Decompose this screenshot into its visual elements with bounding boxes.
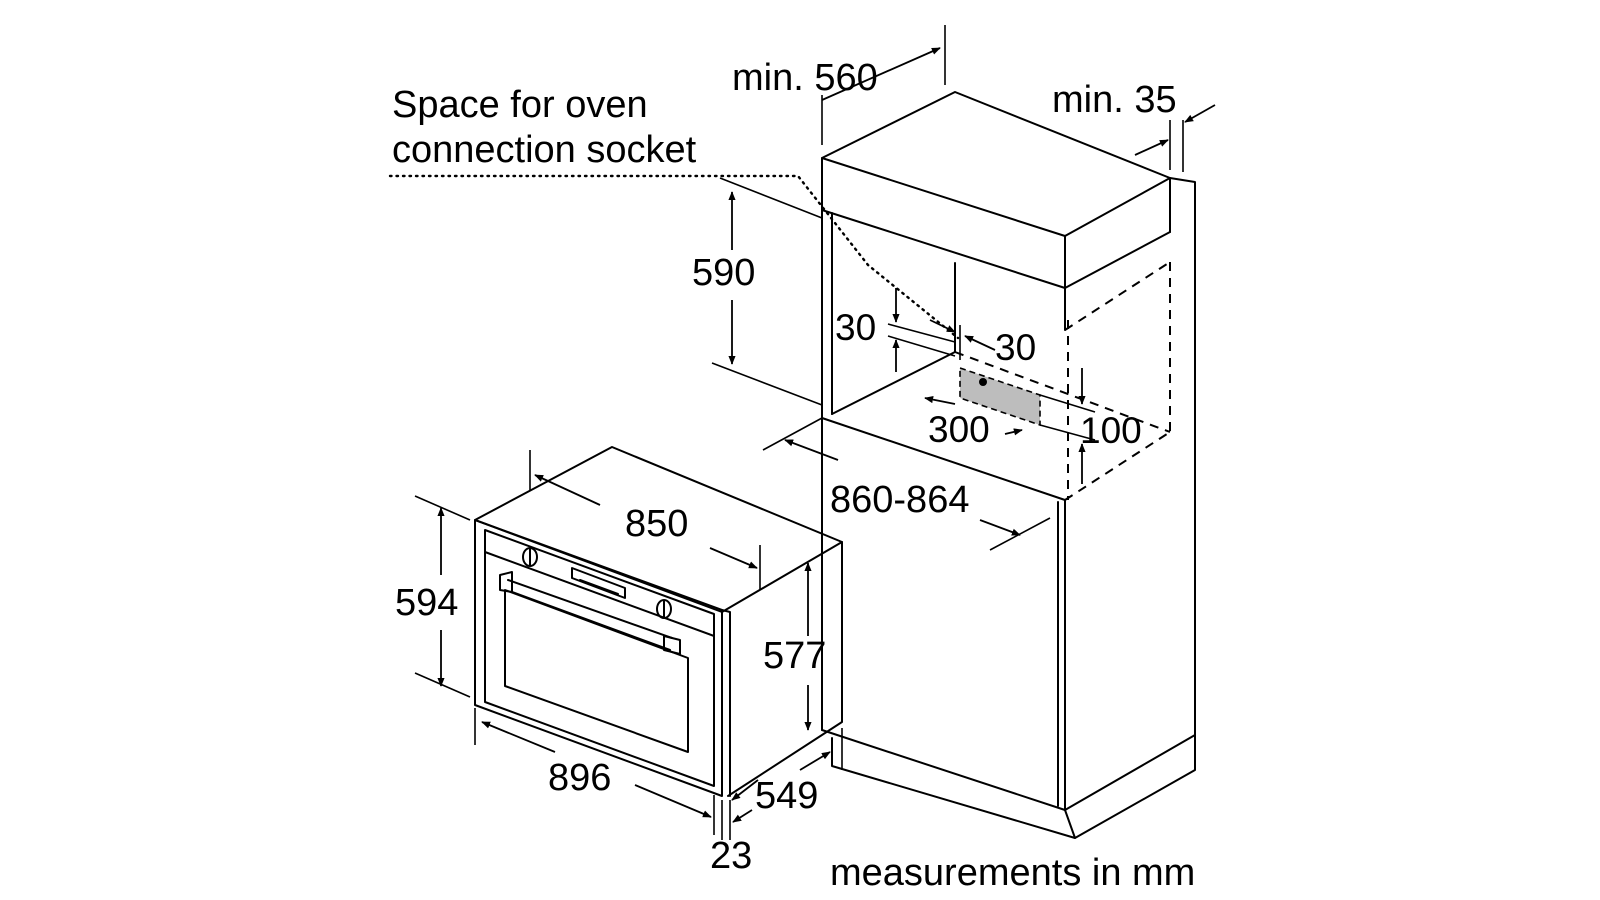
socket-width-label: 300 [928,409,990,450]
oven-depth-label: 549 [755,775,818,817]
oven-body-height-label: 577 [763,635,826,677]
tall-cabinet [821,91,1196,839]
oven-dimensions [414,450,843,840]
socket-height-label: 100 [1080,410,1142,451]
offset-side-label: 30 [995,327,1036,368]
units-note: measurements in mm [830,852,1195,894]
cabinet-dimensions [711,25,1216,551]
socket-note-line1: Space for oven [392,84,648,126]
niche-width-label: 860-864 [830,479,969,521]
socket-note-line2: connection socket [392,129,697,171]
niche-height-label: 590 [692,252,755,294]
offset-top-label: 30 [835,307,876,348]
min-gap-label: min. 35 [1052,79,1177,121]
front-thickness-label: 23 [710,835,752,877]
socket-leader-line [388,174,960,340]
oven-front-height-label: 594 [395,582,458,624]
oven-front-width-label: 896 [548,757,611,799]
oven [474,446,843,797]
oven-width-label: 850 [625,503,688,545]
min-depth-label: min. 560 [732,57,878,99]
